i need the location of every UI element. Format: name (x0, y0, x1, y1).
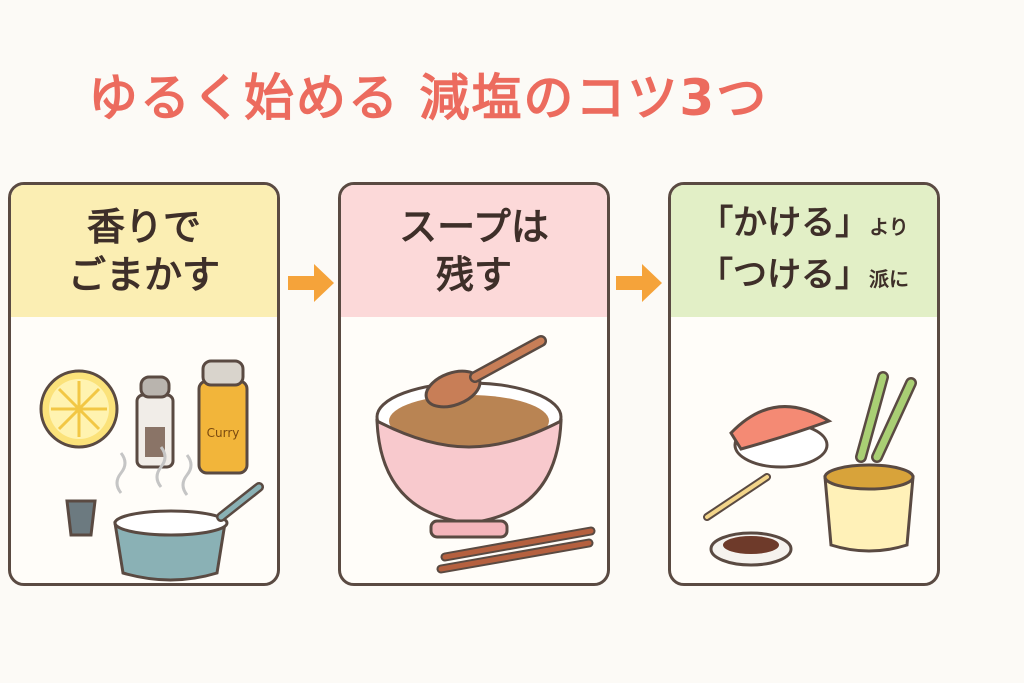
tip-card-soup: スープは 残す (338, 182, 610, 586)
heading-line-2: ごまかす (67, 253, 220, 297)
next-arrow-icon (288, 264, 334, 302)
saucepan-icon (113, 482, 264, 582)
tip-card-heading: 香りで ごまかす (11, 185, 277, 317)
heading-main: 「つける」 (699, 255, 869, 295)
dip-cup-icon (823, 371, 917, 553)
heading-line-1: 「かける」より (699, 199, 909, 251)
heading-line-2: 残す (435, 253, 512, 297)
pepper-shaker-icon (135, 375, 175, 469)
tip-card-heading: 「かける」より 「つける」派に (671, 185, 937, 317)
curry-label: Curry (207, 426, 240, 440)
lemon-slice-icon (39, 369, 119, 449)
heading-suffix: 派に (869, 267, 909, 291)
soup-bowl-illustration (375, 335, 596, 574)
page-title: ゆるく始める 減塩のコツ3つ (88, 69, 769, 127)
tip-card-aroma: 香りで ごまかす Curry (8, 182, 280, 586)
tip-card-heading: スープは 残す (341, 185, 607, 317)
seasoning-illustration: Curry (39, 359, 264, 582)
bowl-icon (375, 381, 563, 539)
sushi-icon (703, 405, 833, 521)
heading-line-2: 「つける」派に (699, 251, 909, 303)
heading-suffix: より (869, 215, 909, 239)
chopsticks-icon (436, 526, 596, 574)
dipping-illustration (703, 371, 917, 567)
spoon-icon (424, 335, 547, 409)
next-arrow-icon (616, 264, 662, 302)
heading-line-1: スープは (399, 205, 549, 249)
steam-icon (115, 446, 193, 496)
cup-icon (65, 499, 97, 537)
curry-jar-icon: Curry (197, 359, 249, 475)
sauce-dish-icon (709, 531, 793, 567)
heading-main: 「かける」 (699, 203, 870, 243)
tip-card-dipping: 「かける」より 「つける」派に (668, 182, 940, 586)
heading-line-1: 香りで (86, 205, 201, 249)
